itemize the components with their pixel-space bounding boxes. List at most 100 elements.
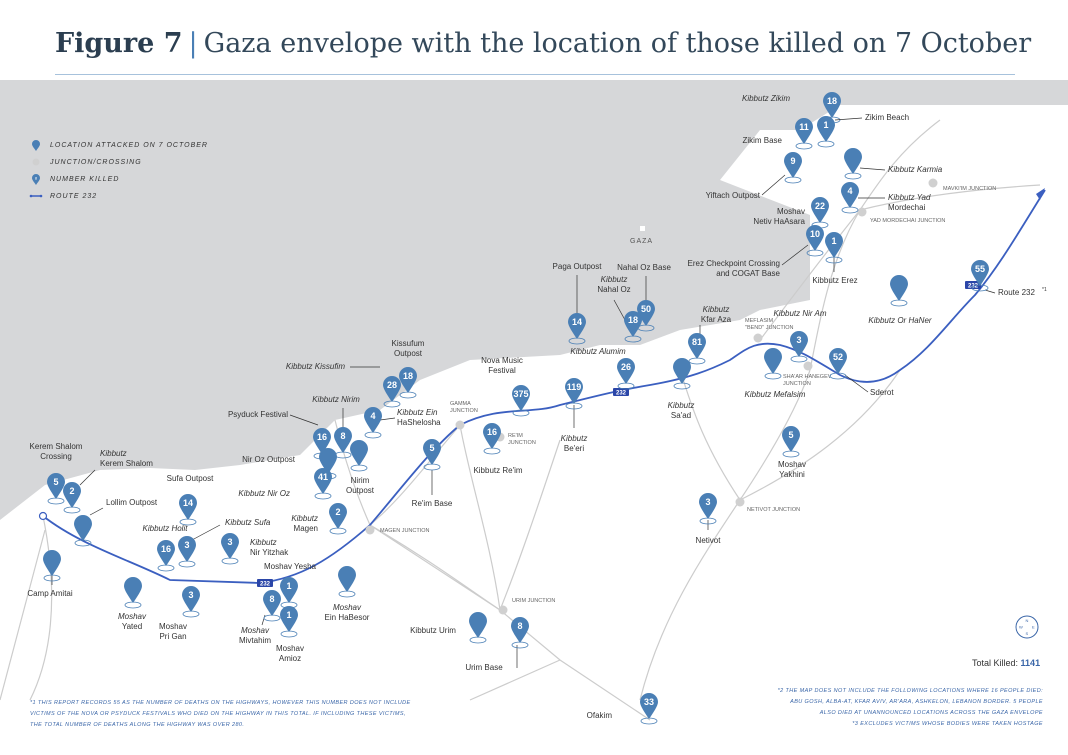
killed-count: 5	[53, 477, 58, 487]
location-label: Kibbutz	[100, 449, 127, 458]
location-label: Kibbutz Or HaNer	[868, 316, 931, 325]
location-label: Amioz	[279, 654, 301, 663]
location-label: Mivtahim	[239, 636, 271, 645]
junction-dot-icon	[498, 605, 508, 615]
location-label: Sufa Outpost	[167, 474, 214, 483]
pin-icon	[890, 275, 908, 301]
leader-line	[844, 374, 869, 393]
location-35: Lollim Outpost	[74, 498, 158, 547]
location-label: Moshav	[778, 460, 806, 469]
legend-label: ROUTE 232	[50, 193, 97, 200]
numbered-pin-icon	[32, 174, 40, 185]
leader-line	[984, 289, 996, 294]
location-label: Nahal Oz Base	[617, 263, 671, 272]
route-shield-label: 232	[616, 391, 627, 397]
location-label: Lollim Outpost	[106, 498, 158, 507]
road-4	[369, 524, 501, 611]
road-7	[739, 369, 811, 501]
numbered-pin-icon	[364, 407, 382, 433]
numbered-pin-icon	[512, 385, 530, 411]
location-label: Paga Outpost	[553, 262, 603, 271]
road-14	[334, 419, 371, 526]
location-label: and COGAT Base	[716, 269, 780, 278]
road-1	[29, 515, 53, 701]
killed-count: 1	[823, 120, 828, 130]
leader-line	[289, 414, 319, 426]
numbered-pin-icon	[179, 494, 197, 520]
junction-dot-icon	[857, 207, 867, 217]
location-label: Kibbutz Re'im	[473, 466, 522, 475]
location-36: 14 Sufa Outpost	[167, 474, 214, 526]
location-label: Sderot	[870, 388, 894, 397]
killed-count: 2	[69, 486, 74, 496]
location-label: Erez Checkpoint Crossing	[688, 259, 780, 268]
junction-label: URIM JUNCTION	[512, 598, 555, 604]
svg-text:8: 8	[35, 176, 38, 181]
gaza-label: GAZA	[630, 238, 653, 245]
location-label: Kibbutz Urim	[410, 626, 456, 635]
junction-dot-icon	[365, 525, 375, 535]
killed-count: 2	[335, 507, 340, 517]
road-5	[499, 439, 561, 611]
pin-icon	[43, 550, 61, 576]
pin-icon	[673, 358, 691, 384]
total-value: 1141	[1021, 658, 1041, 668]
numbered-pin-icon	[483, 423, 501, 449]
location-label: Kibbutz Mefalsim	[745, 390, 806, 399]
location-10: Kibbutz Or HaNer	[868, 275, 932, 325]
numbered-pin-icon	[971, 260, 989, 286]
junction-dot-icon	[735, 497, 745, 507]
numbered-pin-icon	[823, 92, 841, 118]
footnote-line: *3 EXCLUDES VICTIMS WHOSE BODIES WERE TA…	[852, 721, 1043, 727]
figure-number: Figure 7	[55, 28, 183, 59]
killed-count: 16	[161, 544, 171, 554]
location-label: Psyduck Festival	[228, 410, 288, 419]
numbered-pin-icon	[640, 693, 658, 719]
location-label: Nahal Oz	[597, 285, 630, 294]
road-9	[739, 369, 901, 501]
killed-count: 14	[183, 498, 193, 508]
killed-count: 41	[318, 472, 328, 482]
junction-1: YAD MORDECHAI JUNCTION	[857, 207, 945, 224]
route-232-shield-icon: 232	[613, 388, 629, 397]
junction-dot-icon	[455, 420, 465, 430]
location-label: Zikim Base	[742, 136, 782, 145]
legend-item: LOCATION ATTACKED ON 7 OCTOBER	[32, 140, 207, 151]
numbered-pin-icon	[157, 540, 175, 566]
killed-count: 28	[387, 380, 397, 390]
location-label: Kibbutz	[601, 275, 628, 284]
killed-count: 1	[831, 236, 836, 246]
road-10	[809, 209, 861, 371]
location-label: Netiv HaAsara	[753, 217, 805, 226]
junction-label: JUNCTION	[450, 408, 478, 414]
killed-count: 4	[370, 411, 375, 421]
numbered-pin-icon	[280, 606, 298, 632]
location-label: Moshav	[777, 207, 805, 216]
svg-text:N: N	[1026, 618, 1029, 623]
killed-count: 1	[286, 581, 291, 591]
location-label: Kfar Aza	[701, 315, 732, 324]
junction-dot-icon	[753, 333, 763, 343]
location-18: Kibbutz Mefalsim	[745, 348, 806, 399]
junction-label: MEFLASIM	[745, 318, 774, 324]
total-label: Total Killed:	[972, 658, 1018, 668]
road-3	[459, 424, 501, 611]
junction-8: URIM JUNCTION	[498, 598, 555, 615]
